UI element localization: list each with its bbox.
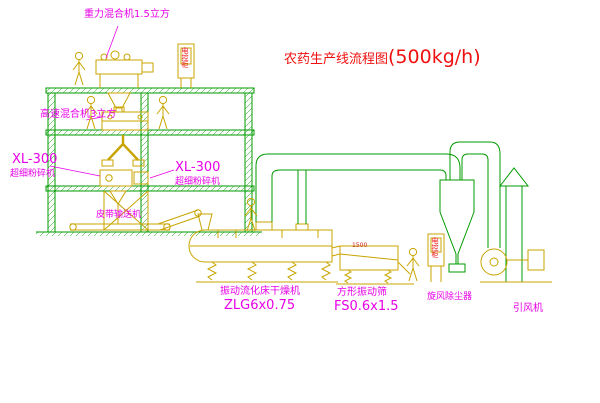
diagram-title: 农药生产线流程图(500kg/h) [284,48,481,67]
label-sieve-name: 方形振动筛 [337,287,387,298]
leader-lines [49,25,175,179]
label-gravity-mixer: 重力混合机1.5立方 [84,9,170,20]
high-speed-mixer [101,106,149,131]
label-belt-conveyor: 皮带输送机 [96,210,142,220]
vibrating-sieve [331,245,414,285]
sieve-dimension-note: 1500 [352,242,368,249]
exhaust-stack [498,167,530,282]
person-icon [156,95,170,130]
label-xl300-left-model: XL-300 [12,152,58,167]
person-icon [406,247,420,282]
control-cabinet-right [427,233,445,282]
title-text: 农药生产线流程图 [284,52,389,67]
label-xl300-center-name: 超细粉碎机 [175,177,221,187]
label-dryer-model: ZLG6x0.75 [224,298,296,313]
cabinet-top-text: 电控柜 [181,47,189,68]
label-sieve-model: FS0.6x1.5 [334,299,399,314]
cabinet-right-text: 电控柜 [431,237,439,258]
y-duct [101,135,145,167]
fluid-bed-dryer [188,221,338,283]
label-xl300-left-name: 超细粉碎机 [10,169,56,179]
label-high-speed-mixer: 高速混合机3立方 [40,109,117,120]
label-xl300-center-model: XL-300 [175,160,221,175]
gravity-mixer [95,50,154,112]
label-cyclone: 旋风除尘器 [427,292,473,302]
person-icon [72,51,86,86]
title-capacity: (500kg/h) [388,46,481,68]
exhaust-duct [255,153,461,224]
cyclone-separator [439,141,501,273]
induced-draft-fan [480,248,552,283]
pulverizer [99,169,149,224]
label-dryer-name: 振动流化床干燥机 [220,286,300,297]
control-cabinet-top [177,43,195,88]
label-fan: 引风机 [513,303,543,314]
